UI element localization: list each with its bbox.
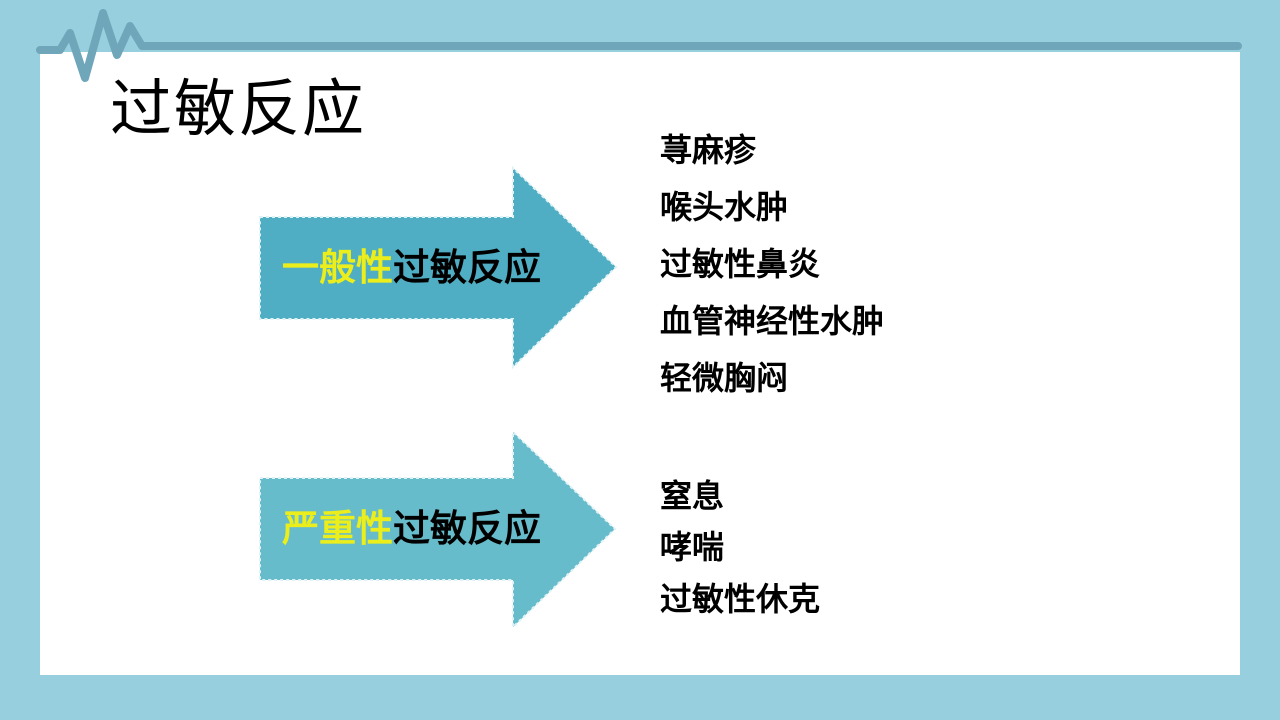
arrow-label-general-rest: 过敏反应 xyxy=(393,247,541,288)
list-item: 窒息 xyxy=(660,477,725,514)
list-item: 喉头水肿 xyxy=(660,188,789,225)
arrow-label-severe: 严重性过敏反应 xyxy=(282,508,541,550)
arrow-label-general: 一般性过敏反应 xyxy=(282,247,541,289)
arrow-label-severe-rest: 过敏反应 xyxy=(393,508,541,549)
list-item: 荨麻疹 xyxy=(660,131,757,168)
list-item: 哮喘 xyxy=(660,529,725,566)
page-title: 过敏反应 xyxy=(110,75,367,144)
list-item: 血管神经性水肿 xyxy=(660,302,885,339)
slide-content-area xyxy=(40,52,1240,675)
symptom-list-general: 荨麻疹 喉头水肿 过敏性鼻炎 血管神经性水肿 轻微胸闷 xyxy=(660,119,884,404)
arrow-label-severe-highlight: 严重性 xyxy=(282,508,393,549)
list-item: 过敏性休克 xyxy=(660,580,821,617)
list-item: 过敏性鼻炎 xyxy=(660,245,821,282)
arrow-label-general-highlight: 一般性 xyxy=(282,247,393,288)
symptom-list-severe: 窒息 哮喘 过敏性休克 xyxy=(660,468,820,623)
list-item: 轻微胸闷 xyxy=(660,359,789,396)
